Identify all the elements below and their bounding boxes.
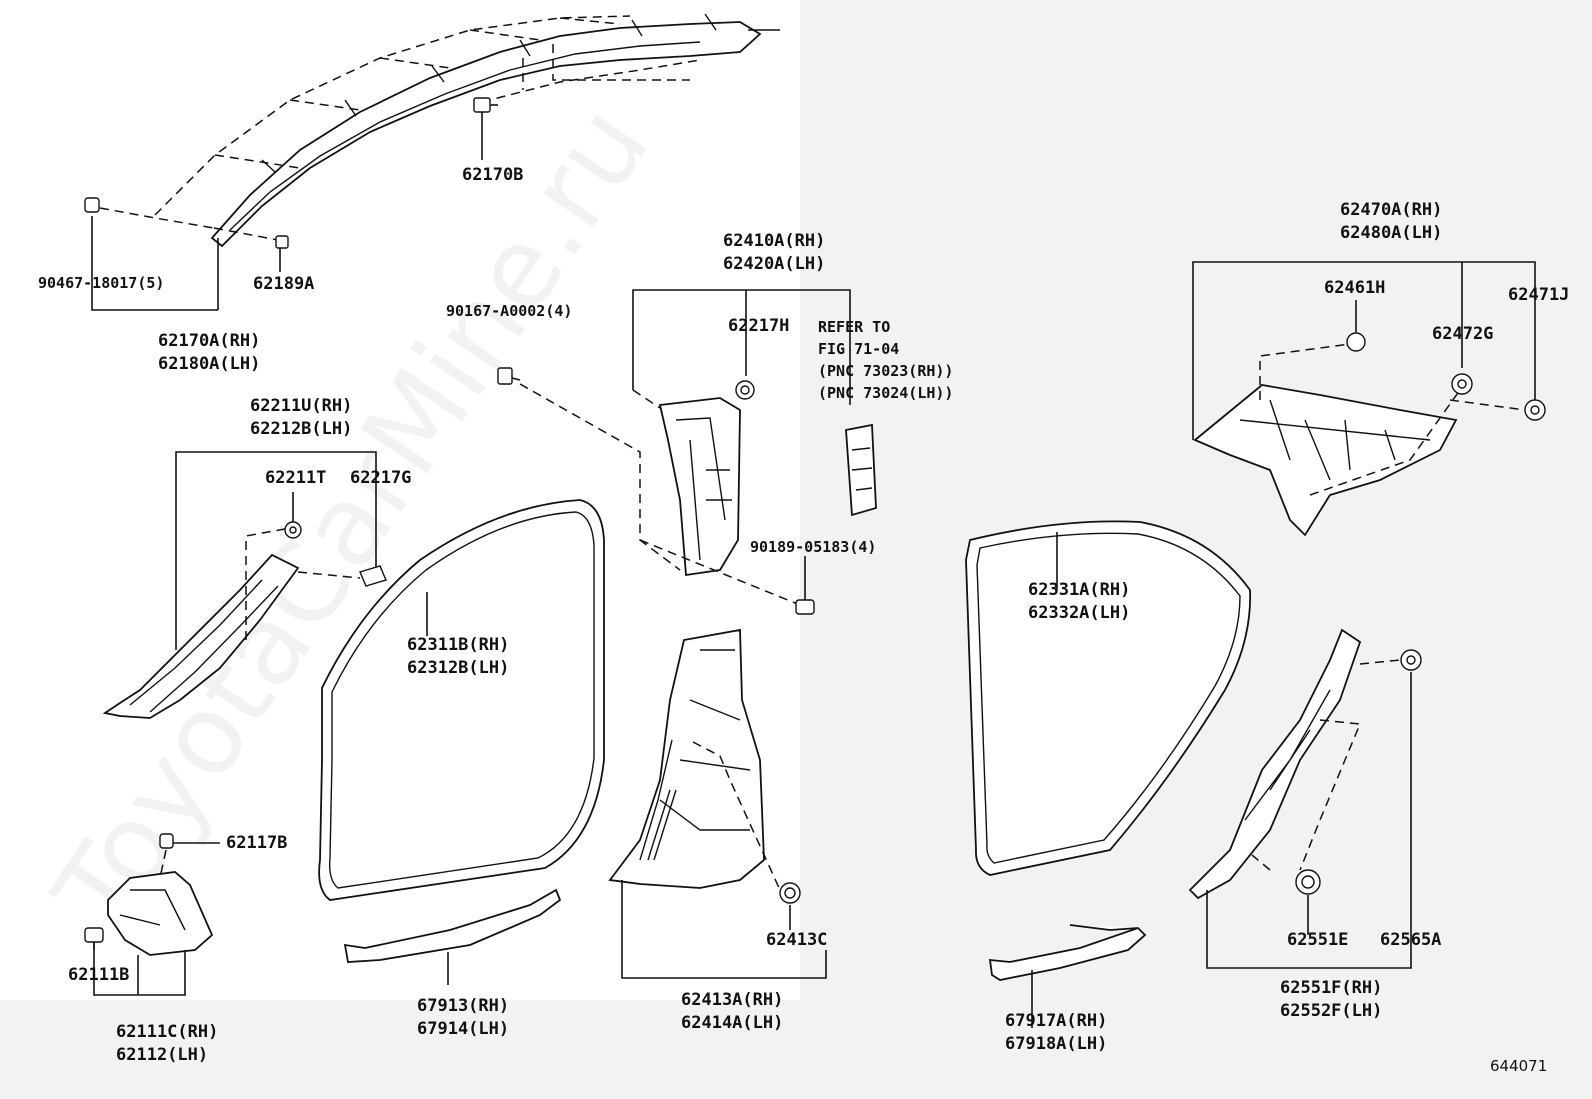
label-67917a-rh: 67917A(RH) xyxy=(1005,1011,1108,1031)
leader-62551f xyxy=(1206,672,1412,969)
clip-62117b-icon xyxy=(159,833,174,849)
label-62112-lh: 62112(LH) xyxy=(116,1045,209,1065)
rear-door-weatherstrip-inner xyxy=(976,532,1241,864)
dashed-62551f xyxy=(1251,659,1401,871)
curtain-airbag-part xyxy=(210,13,780,248)
label-62217g: 62217G xyxy=(350,468,412,488)
label-90467: 90467-18017(5) xyxy=(38,274,165,292)
clip-62217h-icon xyxy=(735,380,755,400)
front-pillar-garnish-part xyxy=(102,553,300,719)
label-62212b-lh: 62212B(LH) xyxy=(250,419,353,439)
refer-note-line1: REFER TO xyxy=(818,318,891,336)
label-62180a-lh: 62180A(LH) xyxy=(158,354,261,374)
bolt-90167-icon xyxy=(497,367,521,385)
label-62117b: 62117B xyxy=(226,833,288,853)
dashed-62211u xyxy=(245,527,361,640)
label-62461h: 62461H xyxy=(1324,278,1386,298)
center-pillar-lower-garnish-part xyxy=(608,628,765,889)
rear-package-side-trim-part xyxy=(1193,384,1458,537)
refer-note: REFER TO FIG 71-04 (PNC 73023(RH)) (PNC 730… xyxy=(818,316,953,404)
label-62211u-rh: 62211U(RH) xyxy=(250,396,353,416)
clip-62565a-icon xyxy=(1400,649,1422,671)
leader-62410a xyxy=(632,289,851,405)
label-67918a-lh: 67918A(LH) xyxy=(1005,1034,1108,1054)
dashed-62470a xyxy=(1259,343,1526,496)
refer-note-line3: (PNC 73023(RH)) xyxy=(818,362,954,380)
label-62551e: 62551E xyxy=(1287,930,1349,950)
clip-62551e-icon xyxy=(1295,869,1321,895)
quarter-pillar-garnish-part xyxy=(1188,628,1362,900)
label-62111c-rh: 62111C(RH) xyxy=(116,1022,219,1042)
clip-90189-icon xyxy=(795,599,815,615)
leader-62470a xyxy=(1192,261,1536,440)
dashed-62117b xyxy=(159,849,167,879)
clip-90467-icon xyxy=(84,197,100,213)
label-90167: 90167-A0002(4) xyxy=(446,302,573,320)
dashed-62410a xyxy=(632,389,661,409)
label-62311b-rh: 62311B(RH) xyxy=(407,635,510,655)
clip-62111b-icon xyxy=(84,927,104,950)
label-67913-rh: 67913(RH) xyxy=(417,996,510,1016)
seatbelt-adjuster-part xyxy=(845,423,877,517)
label-62413a-rh: 62413A(RH) xyxy=(681,990,784,1010)
label-62111b: 62111B xyxy=(68,965,130,985)
leader-62413a xyxy=(621,880,827,979)
label-62189a: 62189A xyxy=(253,274,315,294)
label-62551f-rh: 62551F(RH) xyxy=(1280,978,1383,998)
figure-number: 644071 xyxy=(1490,1057,1548,1075)
refer-note-line2: FIG 71-04 xyxy=(818,340,900,358)
label-62217h: 62217H xyxy=(728,316,790,336)
label-67914-lh: 67914(LH) xyxy=(417,1019,510,1039)
clip-62461h-icon xyxy=(1346,332,1366,352)
label-62471j: 62471J xyxy=(1508,285,1570,305)
label-62332a-lh: 62332A(LH) xyxy=(1028,603,1131,623)
label-62211t: 62211T xyxy=(265,468,327,488)
clip-62472g-icon xyxy=(1451,373,1473,395)
label-62170a-rh: 62170A(RH) xyxy=(158,331,261,351)
label-62413c: 62413C xyxy=(766,930,828,950)
clip-62189a-icon xyxy=(275,235,289,249)
label-62480a-lh: 62480A(LH) xyxy=(1340,223,1443,243)
background-panel-right xyxy=(800,0,1592,1000)
label-62312b-lh: 62312B(LH) xyxy=(407,658,510,678)
refer-note-line4: (PNC 73024(LH)) xyxy=(818,384,954,402)
leader-62211u xyxy=(175,451,377,650)
leader-62111c xyxy=(93,938,186,996)
label-62331a-rh: 62331A(RH) xyxy=(1028,580,1131,600)
label-62470a-rh: 62470A(RH) xyxy=(1340,200,1443,220)
label-62420a-lh: 62420A(LH) xyxy=(723,254,826,274)
label-62410a-rh: 62410A(RH) xyxy=(723,231,826,251)
rear-scuff-plate-part xyxy=(988,924,1147,981)
label-62565a: 62565A xyxy=(1380,930,1442,950)
front-door-weatherstrip-part xyxy=(318,499,605,901)
label-62414a-lh: 62414A(LH) xyxy=(681,1013,784,1033)
dashed-62413a xyxy=(692,741,781,891)
airbag-leader-lines xyxy=(91,112,483,311)
front-door-weatherstrip-inner xyxy=(328,511,595,889)
clip-62413c-icon xyxy=(779,882,801,904)
clip-62217g-icon xyxy=(359,565,387,587)
dashed-callouts-airbag xyxy=(99,15,701,241)
label-62170b: 62170B xyxy=(462,165,524,185)
label-62472g: 62472G xyxy=(1432,324,1494,344)
rear-door-weatherstrip-part xyxy=(965,520,1252,876)
background-panel-bottom xyxy=(0,1000,1592,1099)
cowl-side-trim-part xyxy=(107,871,214,956)
clip-62211t-icon xyxy=(284,521,302,539)
center-pillar-upper-garnish-part xyxy=(658,397,741,577)
label-62552f-lh: 62552F(LH) xyxy=(1280,1001,1383,1021)
bolt-62170b-icon xyxy=(473,97,498,113)
front-scuff-plate-part xyxy=(343,888,562,963)
dashed-90167 xyxy=(519,383,801,606)
label-90189: 90189-05183(4) xyxy=(750,538,877,556)
clip-62471j-icon xyxy=(1524,399,1546,421)
